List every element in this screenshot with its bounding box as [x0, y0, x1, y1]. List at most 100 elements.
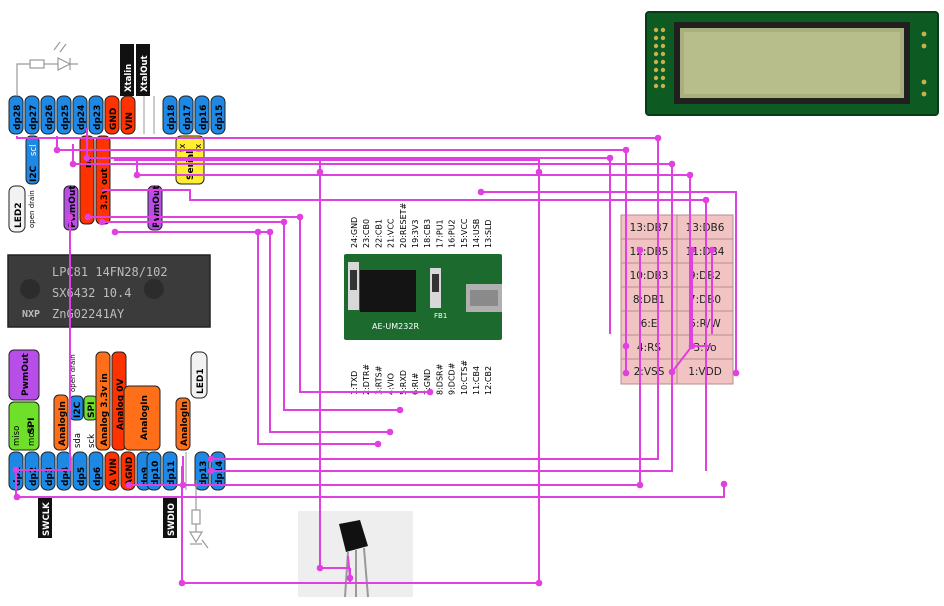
pin-label: dp26: [45, 105, 55, 130]
wire: [102, 221, 400, 411]
debug-tags: SWCLK SWDIO: [38, 498, 177, 538]
pin-a-vin: [104, 451, 120, 491]
usb-bottom-pin: 5:RXD: [399, 370, 408, 395]
wire-junction: [254, 228, 262, 236]
wire: [56, 136, 627, 346]
bottom-open-drain: open drain: [69, 354, 77, 392]
pin-dp16: [194, 95, 210, 135]
usb-bottom-pin: 11:CB4: [472, 366, 481, 395]
wire-junction: [688, 342, 696, 350]
lcd-pin-cell: 2:VSS: [634, 366, 665, 378]
wire: [86, 128, 611, 334]
usb-top-pin: 18:CB3: [423, 219, 432, 248]
pin-label: dp9: [141, 467, 151, 486]
pin-label: dp1: [13, 467, 23, 486]
wire-junction: [668, 160, 676, 168]
pin-dp15: [210, 95, 226, 135]
wire-junction: [280, 218, 288, 226]
bottom-analog0: Analog 0V: [116, 378, 126, 430]
wire-junction: [636, 246, 644, 254]
usb-top-pin: 20:RESET#: [399, 202, 408, 248]
led-schematic-bottom: [188, 480, 209, 549]
led-schematic-top: [16, 41, 78, 96]
usb-module-label: AE-UM232R: [372, 322, 419, 331]
xtalout-label: XtalOut: [140, 55, 150, 92]
led1-label: LED1: [196, 368, 206, 394]
bottom-i2c: I2C: [73, 401, 83, 418]
pin-dp11: [162, 451, 178, 491]
wire-junction: [53, 146, 61, 154]
usb-top-pin: 16:PU2: [448, 219, 457, 248]
usb-top-pin: 24:GND: [350, 217, 359, 248]
pin-label: dp17: [183, 105, 193, 130]
pin-label: dp6: [93, 467, 103, 486]
wire-junction: [84, 213, 92, 221]
wire: [88, 216, 430, 393]
pin-label: dp15: [215, 105, 225, 130]
usb-bottom-pin: 6:RI#: [411, 372, 420, 395]
pin-label: dp2: [29, 467, 39, 486]
lcd-pin-cell: 10:DB3: [630, 270, 669, 282]
pin-dp27: [24, 95, 40, 135]
wire-junction: [125, 481, 133, 489]
usb-top-pin: 13:SLD: [484, 219, 493, 248]
wire-junction: [535, 168, 543, 176]
wire-junction: [386, 428, 394, 436]
wire-junction: [396, 406, 404, 414]
usb-bottom-pin: 7:GND: [423, 369, 432, 395]
pin-label: dp18: [167, 105, 177, 130]
bottom-sck: sck: [87, 434, 97, 448]
wire-junction: [720, 480, 728, 488]
top-open-drain: open drain: [28, 190, 36, 228]
xtal-labels: Xtalin XtalOut: [120, 44, 150, 96]
lcd-module: [645, 11, 939, 116]
wire-junction: [13, 493, 21, 501]
wire: [115, 231, 390, 433]
usb-bottom-pin: 8:DSR#: [435, 363, 444, 395]
swdio-tag: SWDIO: [167, 503, 177, 536]
pin-dp24: [72, 95, 88, 135]
lcd-pin-cell: 4:RS: [637, 342, 662, 354]
top-tx: tx: [178, 144, 188, 152]
wire-junction: [535, 579, 543, 587]
top-serial: Serial: [186, 151, 196, 180]
pin-label: dp24: [77, 105, 87, 130]
chip-line2: SX6432 10.4: [52, 286, 131, 300]
wire-junction: [346, 574, 354, 582]
pin-label: A VIN: [109, 458, 119, 486]
wire-junction: [266, 228, 274, 236]
wire-junction: [98, 218, 106, 226]
wire-junction: [179, 481, 187, 489]
usb-top-pin: 23:CB0: [362, 219, 371, 248]
bottom-sda: sda: [73, 433, 83, 448]
pin-dp17: [178, 95, 194, 135]
lcd-pin-cell: 12:DB5: [630, 246, 669, 258]
bottom-mosi: mosi: [27, 426, 37, 446]
wire: [102, 189, 707, 471]
chip-logo: NXP: [22, 309, 40, 320]
wire-junction: [686, 171, 694, 179]
lcd-pin-cell: 8:DB1: [633, 294, 665, 306]
bottom-miso: miso: [12, 426, 22, 446]
pin-label: dp3: [45, 467, 55, 486]
wire-junction: [69, 160, 77, 168]
wire: [257, 232, 378, 445]
pin-label: dp13: [199, 461, 209, 486]
pin-label: dp11: [167, 461, 177, 486]
bottom-analogin2: AnalogIn: [140, 395, 150, 440]
wire-junction: [426, 388, 434, 396]
wire-junction: [688, 246, 696, 254]
mcu-chip: LPC81 14FN28/102 SX6432 10.4 ZnG02241AY …: [7, 254, 211, 328]
top-i2c: I2C: [29, 165, 39, 182]
wire-junction: [316, 564, 324, 572]
wire: [136, 160, 691, 346]
usb-bottom-pin: 1:TXD: [350, 371, 359, 395]
top-pwmout1: PwmOut: [68, 185, 78, 228]
wire-junction: [702, 196, 710, 204]
top-vin-power: 3.3v out: [100, 167, 110, 210]
pin-label: dp4: [61, 467, 71, 486]
pin-label: dp23: [93, 105, 103, 130]
